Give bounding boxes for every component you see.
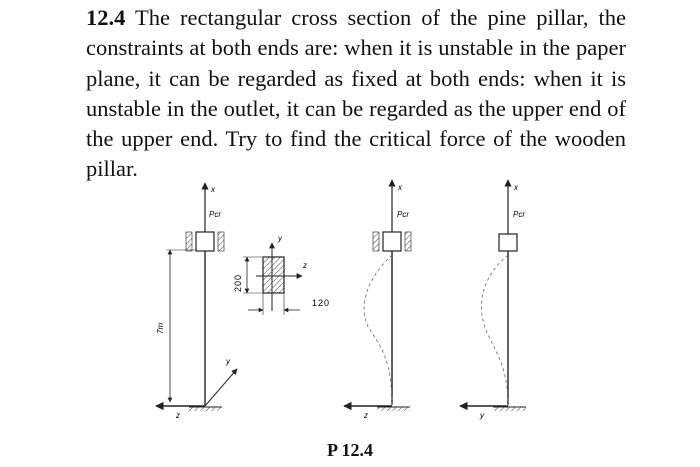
top-block-2 [382, 231, 402, 252]
section-rectangle [262, 256, 285, 294]
problem-number: 12.4 [86, 5, 126, 30]
y-axis-label-section: y [277, 234, 283, 243]
problem-text: The rectangular cross section of the pin… [86, 5, 626, 182]
top-block-1 [195, 231, 215, 252]
ground-3 [493, 407, 526, 411]
figure-caption: P 12.4 [326, 440, 373, 460]
buckled-shape-3 [481, 254, 509, 406]
z-axis-label-1: z [175, 411, 180, 420]
z-axis-label-section: z [302, 261, 307, 270]
pillar-2: x Pcr z [343, 179, 412, 420]
x-axis-label-1: x [210, 185, 216, 194]
length-label: 7m [156, 323, 165, 334]
buckled-shape-2 [363, 254, 393, 406]
ground-1 [189, 407, 222, 411]
z-axis-label-2: z [363, 411, 368, 420]
y-axis-label-3: y [479, 411, 485, 420]
pillar-3: x Pcr y [459, 179, 526, 420]
ground-2 [377, 407, 410, 411]
fixed-support-left [185, 231, 193, 252]
fixed-support-right [217, 231, 225, 252]
cross-section: y z 200 120 [233, 234, 330, 315]
pcr-label-1: Pcr [209, 210, 221, 219]
top-block-3 [498, 233, 518, 252]
y-axis-label-1: y [225, 357, 231, 366]
pcr-label-3: Pcr [513, 210, 525, 219]
x-axis-label-2: x [397, 183, 403, 192]
dimension-200: 200 [233, 274, 243, 292]
x-axis-label-3: x [513, 183, 519, 192]
problem-statement: 12.4 The rectangular cross section of th… [86, 3, 626, 185]
dimension-120: 120 [312, 298, 330, 308]
pcr-label-2: Pcr [397, 210, 409, 219]
pillar-1: x Pcr 7m z y [155, 182, 238, 420]
